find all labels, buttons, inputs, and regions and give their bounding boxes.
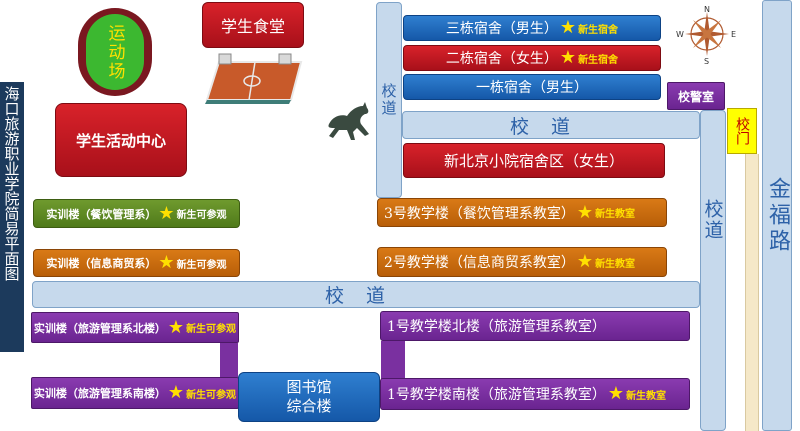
dorm-3: 三栋宿舍（男生） ★ 新生宿舍: [403, 15, 661, 41]
dorm-3-label: 三栋宿舍（男生）: [445, 21, 558, 37]
training-commerce-badge: 新生可参观: [176, 259, 227, 271]
school-gate-label: 校门: [734, 117, 750, 145]
map-title-text: 海口旅游职业学院简易平面图: [2, 86, 21, 281]
guard-room: 校警室: [667, 82, 725, 110]
dorm-1-label: 一栋宿舍（男生）: [476, 80, 588, 96]
sports-field-label: 运动场: [104, 23, 125, 81]
dorm-1: 一栋宿舍（男生）: [403, 74, 661, 100]
map-title: 海口旅游职业学院简易平面图: [0, 82, 24, 352]
road-main-horizontal: 校道: [32, 281, 700, 308]
basketball-court-icon: [205, 53, 303, 104]
training-tourism-north-badge: 新生可参观: [186, 324, 237, 335]
teaching-building-3-badge: 新生教室: [595, 209, 636, 220]
compass-s: S: [704, 57, 709, 64]
canteen: 学生食堂: [202, 2, 304, 48]
compass-e: E: [731, 30, 736, 39]
activity-center: 学生活动中心: [55, 103, 187, 177]
library-line1: 图书馆: [286, 378, 332, 396]
library-line2: 综合楼: [286, 397, 332, 415]
teaching-building-2-label: 2号教学楼（信息商贸系教室）: [384, 255, 575, 271]
teaching-building-2: 2号教学楼（信息商贸系教室） ★ 新生教室: [377, 247, 667, 277]
activity-center-label: 学生活动中心: [75, 131, 166, 150]
star-icon: ★: [167, 382, 185, 403]
sports-field: 运动场: [78, 8, 152, 96]
teaching-building-1-south-badge: 新生教室: [626, 390, 667, 402]
road-inner-vertical-label: 校道: [379, 83, 398, 117]
training-commerce-label: 实训楼（信息商贸系）: [46, 257, 157, 270]
dorm-xinbeijing: 新北京小院宿舍区（女生）: [403, 143, 665, 178]
star-icon: ★: [576, 251, 594, 272]
star-icon: ★: [158, 202, 175, 224]
teaching-building-1-south-label: 1号教学楼南楼（旅游管理系教室）: [387, 387, 606, 403]
compass-w: W: [676, 30, 684, 39]
compass-n: N: [704, 5, 710, 14]
dorm-2-label: 二栋宿舍（女生）: [445, 51, 558, 67]
star-icon: ★: [559, 47, 577, 68]
dorm-3-badge: 新生宿舍: [578, 24, 619, 36]
compass-icon: N S E W: [676, 5, 736, 64]
road-right-vertical: 校道: [700, 110, 726, 431]
training-catering: 实训楼（餐饮管理系） ★ 新生可参观: [33, 199, 240, 228]
road-main-horizontal-label: 校道: [324, 285, 407, 307]
horse-statue-icon: [328, 102, 369, 140]
library: 图书馆 综合楼: [238, 372, 380, 422]
road-inner-vertical: 校道: [376, 2, 402, 198]
star-icon: ★: [607, 383, 625, 404]
teaching-building-2-badge: 新生教室: [595, 258, 636, 270]
dorm-xinbeijing-label: 新北京小院宿舍区（女生）: [443, 152, 624, 170]
star-icon: ★: [167, 316, 185, 338]
dorm-2-badge: 新生宿舍: [578, 54, 619, 66]
road-upper-horizontal: 校道: [402, 111, 700, 139]
training-tourism-connector: [220, 343, 238, 377]
training-tourism-south-badge: 新生可参观: [186, 389, 237, 401]
star-icon: ★: [559, 17, 577, 38]
dorm-2: 二栋宿舍（女生） ★ 新生宿舍: [403, 45, 661, 71]
street-jinfu: 金福路: [762, 0, 792, 431]
road-right-vertical-label: 校道: [701, 199, 724, 241]
teaching-building-1-north-label: 1号教学楼北楼（旅游管理系教室）: [387, 319, 606, 335]
training-tourism-north-label: 实训楼（旅游管理系北楼）: [33, 321, 166, 335]
guard-room-label: 校警室: [677, 89, 714, 104]
star-icon: ★: [576, 201, 594, 223]
teaching-building-1-north: 1号教学楼北楼（旅游管理系教室）: [380, 311, 690, 341]
training-tourism-south-label: 实训楼（旅游管理系南楼）: [33, 387, 166, 400]
training-commerce: 实训楼（信息商贸系） ★ 新生可参观: [33, 249, 240, 277]
teaching-building-1-south: 1号教学楼南楼（旅游管理系教室） ★ 新生教室: [380, 378, 690, 410]
teaching-building-3: 3号教学楼（餐饮管理系教室） ★ 新生教室: [377, 198, 667, 227]
star-icon: ★: [158, 252, 175, 273]
teaching-building-3-label: 3号教学楼（餐饮管理系教室）: [384, 205, 575, 222]
street-jinfu-label: 金福路: [765, 176, 790, 255]
training-tourism-south: 实训楼（旅游管理系南楼） ★ 新生可参观: [31, 377, 239, 409]
training-tourism-north: 实训楼（旅游管理系北楼） ★ 新生可参观: [31, 312, 239, 343]
training-catering-badge: 新生可参观: [176, 210, 227, 221]
road-upper-horizontal-label: 校道: [509, 115, 592, 138]
teaching-building-1-connector: [381, 341, 405, 381]
gate-path: [745, 154, 759, 431]
school-gate: 校门: [727, 108, 757, 154]
canteen-label: 学生食堂: [220, 17, 285, 36]
training-catering-label: 实训楼（餐饮管理系）: [46, 207, 157, 221]
